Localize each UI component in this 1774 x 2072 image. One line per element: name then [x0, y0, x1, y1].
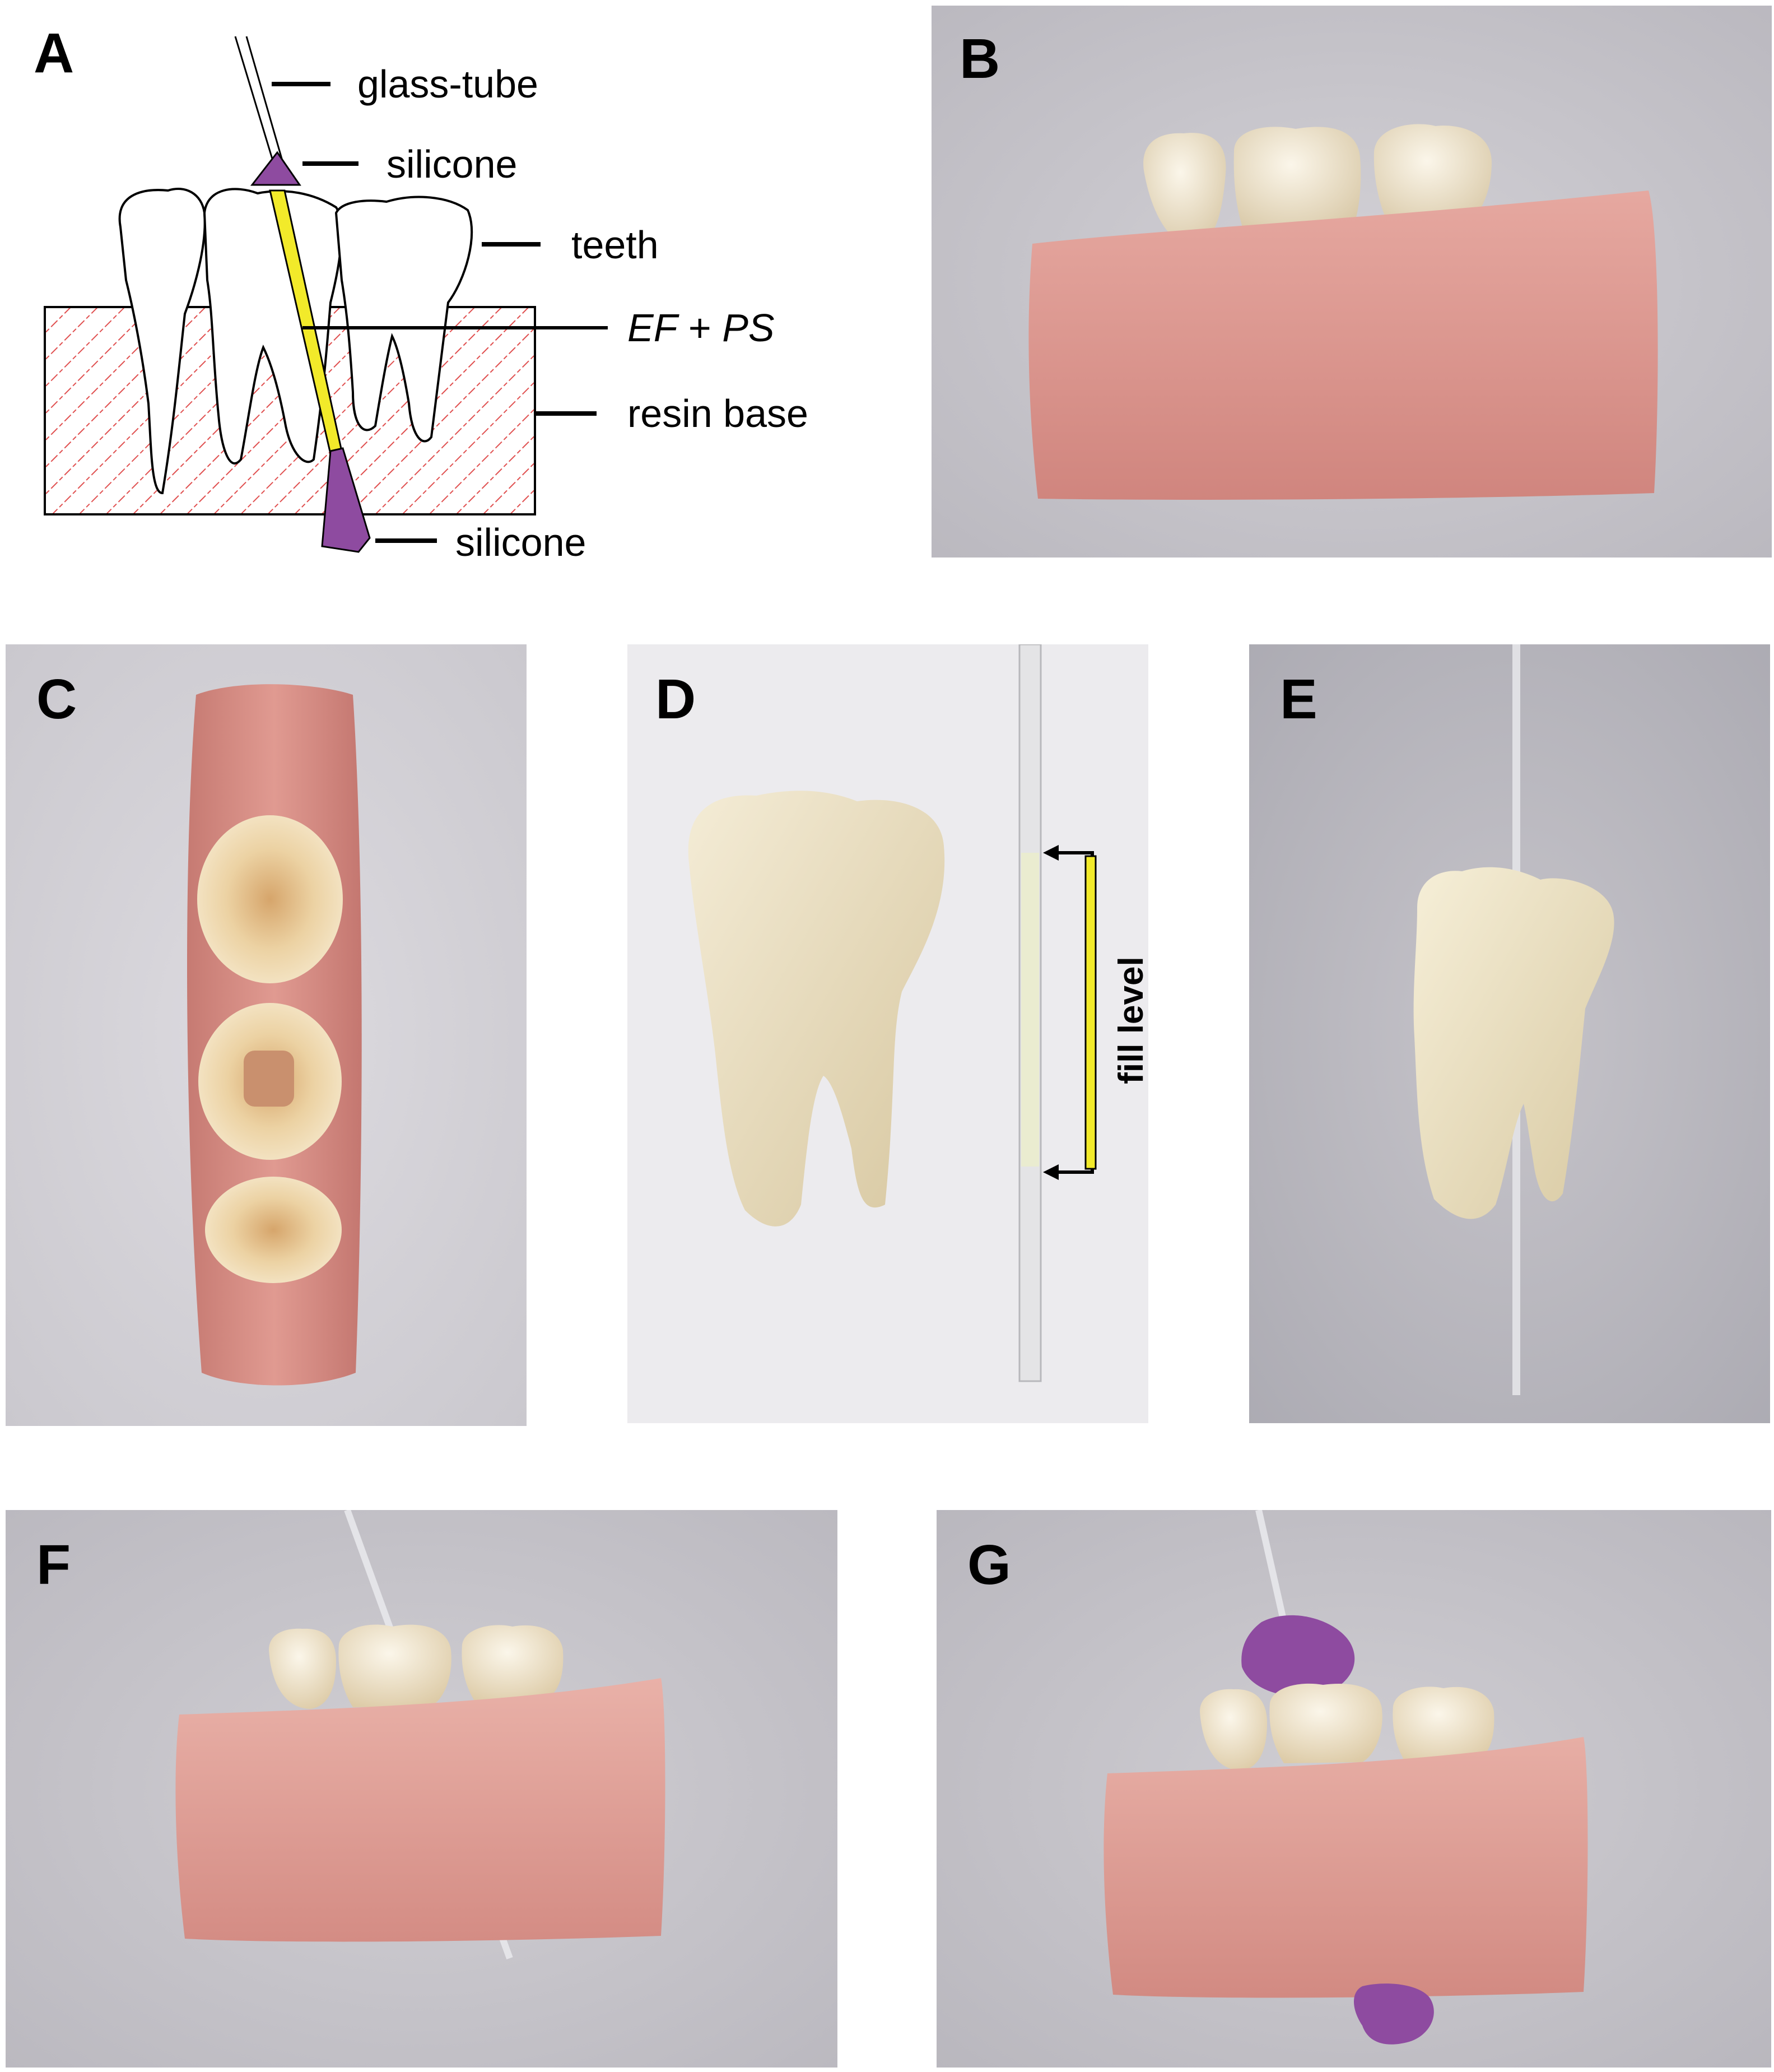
- panel-b-image: [932, 6, 1772, 558]
- panel-g-letter: G: [967, 1534, 1011, 1596]
- panel-a-diagram: A glass-tube silicone teeth EF + PS resi…: [0, 0, 874, 583]
- resin-base-f: [175, 1678, 665, 1942]
- label-ef-ps: EF + PS: [627, 308, 775, 347]
- panel-d-photo: fill level D: [627, 644, 1148, 1423]
- panel-d-image: [627, 644, 1148, 1423]
- label-teeth: teeth: [571, 223, 659, 267]
- arrow-head-top: [1043, 845, 1059, 861]
- schematic-drawing: [44, 36, 608, 553]
- panel-g-image: [937, 1510, 1771, 2068]
- label-ps: PS: [722, 306, 775, 350]
- panel-e-letter: E: [1280, 668, 1317, 731]
- label-plus: +: [677, 306, 723, 350]
- molar-crown-c1: [197, 815, 343, 983]
- teeth-crowns-g: [1200, 1683, 1494, 1771]
- panel-b-photo: B: [932, 6, 1772, 558]
- panel-g-photo: G: [937, 1510, 1771, 2068]
- panel-f-letter: F: [36, 1534, 71, 1596]
- silicone-bottom-g: [1354, 1983, 1434, 2045]
- panel-c-image: [6, 644, 527, 1426]
- label-ef: EF: [627, 306, 678, 350]
- left-tooth-outline: [118, 187, 206, 495]
- teeth-crowns-b: [1143, 124, 1492, 247]
- panel-f-photo: F: [6, 1510, 837, 2068]
- glass-tube-g: [1255, 1510, 1287, 1623]
- panel-b-letter: B: [960, 27, 1000, 90]
- panel-c-letter: C: [36, 668, 77, 731]
- silicone-top-g: [1241, 1615, 1355, 1697]
- glass-tube-line-right: [245, 36, 284, 163]
- fill-level-bar: [1084, 855, 1097, 1170]
- glass-tube-line-left: [234, 36, 274, 163]
- resin-base-g: [1103, 1737, 1588, 1998]
- molar-tooth-e: [1413, 867, 1614, 1219]
- arrow-head-bottom: [1043, 1164, 1059, 1180]
- access-cavity: [244, 1051, 294, 1107]
- teeth-crowns-f: [269, 1624, 564, 1709]
- label-silicone-bottom: silicone: [455, 521, 586, 564]
- tube-fill-d: [1021, 853, 1039, 1167]
- premolar-crown-c3: [205, 1177, 342, 1283]
- label-resin-base: resin base: [627, 392, 808, 435]
- panel-d-letter: D: [655, 668, 696, 731]
- label-silicone-top: silicone: [387, 142, 518, 186]
- middle-tooth-outline: [203, 188, 343, 464]
- label-glass-tube: glass-tube: [357, 62, 538, 106]
- silicone-top-shape: [250, 151, 301, 186]
- right-tooth-outline: [334, 196, 473, 443]
- panel-a-letter: A: [34, 22, 75, 85]
- silicone-bottom-shape: [321, 447, 371, 553]
- molar-tooth-d: [688, 791, 945, 1227]
- panel-f-image: [6, 1510, 837, 2068]
- panel-e-photo: E: [1249, 644, 1770, 1423]
- panel-c-photo: C: [6, 644, 527, 1426]
- panel-e-image: [1249, 644, 1770, 1423]
- fill-level-label: fill level: [1112, 956, 1148, 1084]
- resin-base-b: [1028, 191, 1658, 500]
